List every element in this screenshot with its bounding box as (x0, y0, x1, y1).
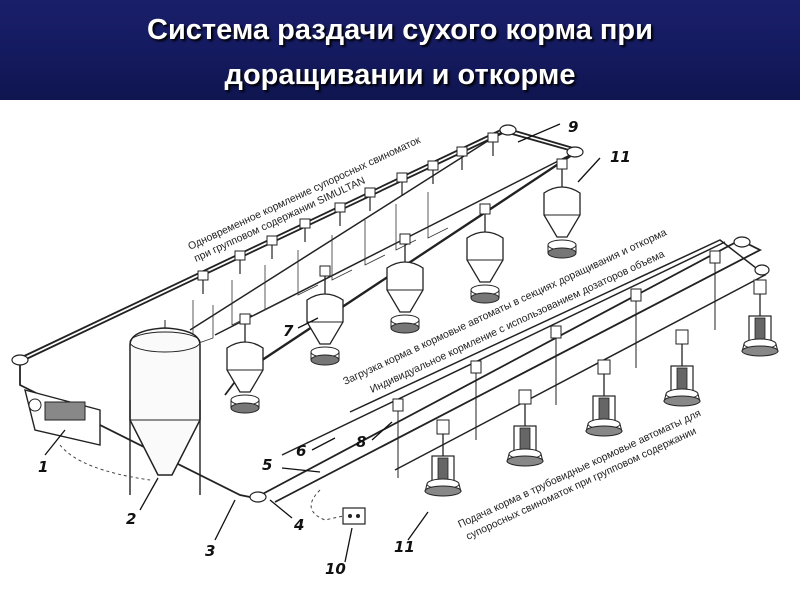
callout-8: 8 (356, 433, 366, 451)
control-box (59, 444, 366, 525)
callout-5: 5 (262, 456, 272, 474)
slide-title: Система раздачи сухого корма при доращив… (0, 8, 800, 98)
callout-1: 1 (38, 458, 48, 476)
title-line-2: доращивании и откорме (224, 59, 576, 91)
callout-6: 6 (296, 442, 306, 460)
callout-4: 4 (293, 516, 304, 534)
title-banner: Система раздачи сухого корма при доращив… (0, 0, 800, 100)
title-line-1: Система раздачи сухого корма при (147, 14, 653, 46)
callout-11-upper: 11 (610, 148, 631, 166)
note-top-line2: при групповом содержании SIMULTAN (192, 175, 367, 265)
feed-silo (129, 320, 201, 495)
callout-3: 3 (205, 542, 215, 560)
callout-10: 10 (325, 560, 346, 578)
drive-unit (24, 389, 101, 446)
callout-9: 9 (568, 118, 578, 136)
callout-7: 7 (283, 322, 294, 340)
callout-11-lower: 11 (394, 538, 415, 556)
note-bottom-line1: Подача корма в трубовидные кормовые авто… (456, 407, 703, 531)
feed-system-diagram: 1 2 3 4 5 6 7 8 9 10 11 11 Одновременное… (0, 100, 800, 600)
callout-labels: 1 2 3 4 5 6 7 8 9 10 11 11 (38, 118, 631, 578)
corner-pulleys (11, 124, 770, 503)
callout-2: 2 (126, 510, 136, 528)
note-bottom-line2: супоросных свиноматок при групповом соде… (464, 425, 698, 543)
callout-arrows (44, 123, 601, 563)
note-middle-line1: Загрузка корма в кормовые автоматы в сек… (341, 226, 669, 387)
